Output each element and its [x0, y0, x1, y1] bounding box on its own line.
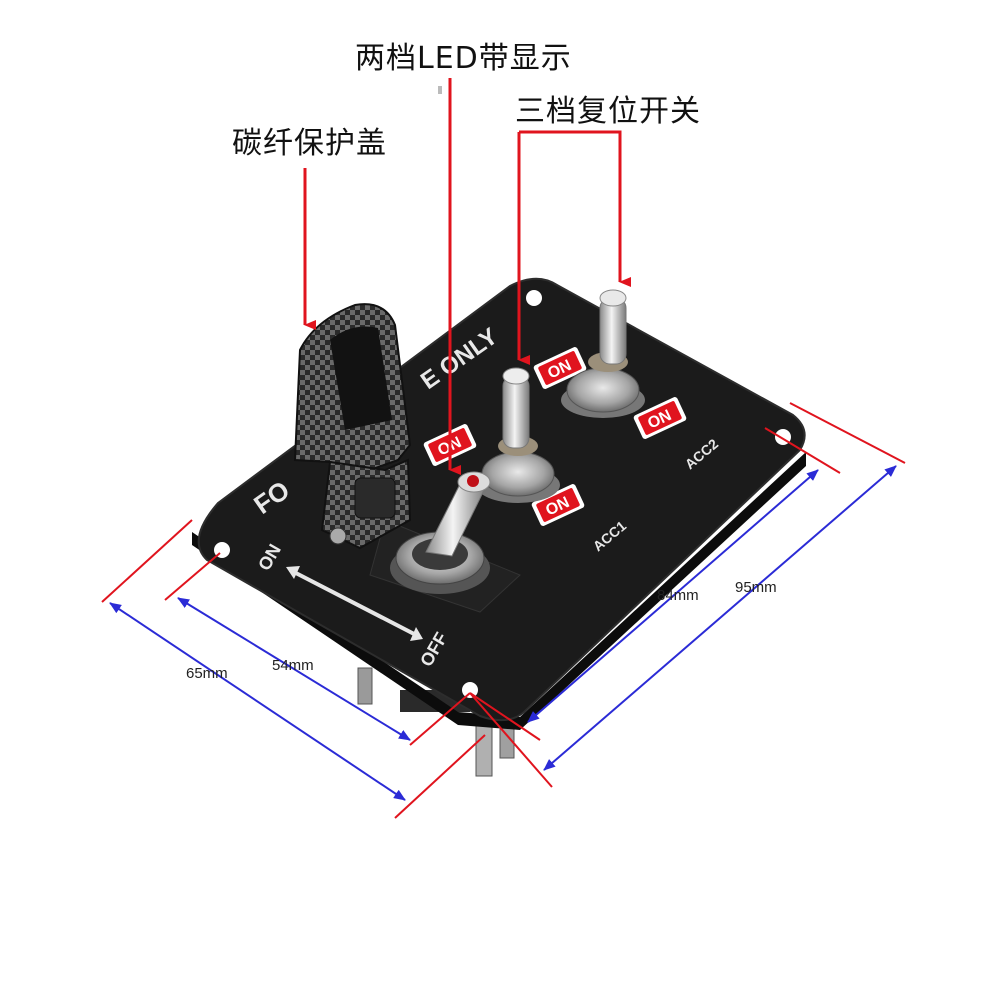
toggle-switch-acc2[interactable] [561, 289, 645, 418]
dim-label-65: 65mm [186, 665, 228, 682]
dim-line-95 [543, 465, 897, 771]
dim-label-84: 84mm [657, 587, 699, 604]
led-toggle-switch[interactable] [369, 471, 521, 613]
top-mark [438, 86, 442, 94]
dim-line-54 [177, 597, 411, 741]
callout-reset-switch: 三档复位开关 [515, 94, 701, 129]
dim-label-95: 95mm [735, 579, 777, 596]
callout-led-switch: 两档LED带显示 [355, 41, 572, 76]
callout-carbon-cover: 碳纤保护盖 [232, 126, 387, 161]
carbon-safety-cover[interactable] [293, 303, 412, 550]
dim-label-54: 54mm [272, 657, 314, 674]
callout-arrows [303, 78, 631, 475]
led-indicator [467, 475, 479, 487]
dimension-lines [109, 465, 897, 801]
